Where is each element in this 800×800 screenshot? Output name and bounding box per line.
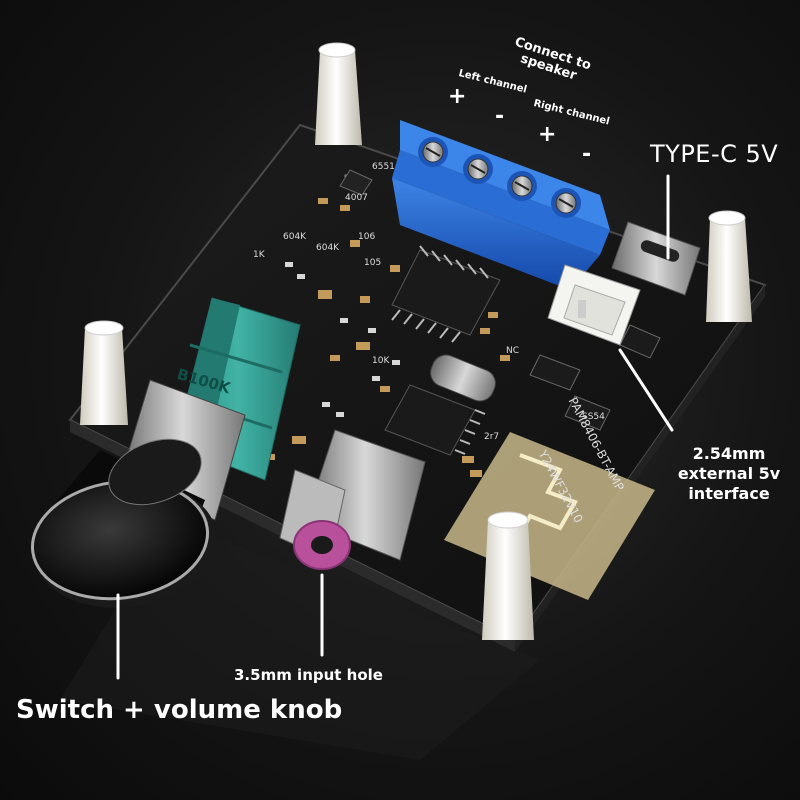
jst-connector — [547, 264, 641, 346]
left-plus-sign: + — [448, 84, 467, 109]
type-c-label: TYPE-C 5V — [650, 140, 779, 168]
pcb-1k-text: 1K — [253, 250, 265, 260]
knob-label: Switch + volume knob — [16, 695, 343, 725]
pcb-ss54-text: SS54 — [582, 412, 605, 422]
standoff-top — [315, 42, 362, 145]
resistors-white — [285, 262, 400, 417]
pcb-6551-text: 6551 — [372, 162, 395, 172]
left-minus-sign: - — [495, 104, 505, 129]
usb-type-c-port — [611, 221, 701, 296]
crystal-oscillator — [430, 354, 496, 402]
audio-jack-3-5mm — [279, 429, 426, 570]
pcb-nc-text: NC — [506, 346, 520, 356]
annotation-lines — [116, 174, 674, 680]
standoff-left — [80, 320, 128, 425]
pcb-10k-text: 10K — [372, 356, 390, 366]
amplifier-ic — [391, 245, 501, 343]
volume-knob — [30, 438, 217, 608]
right-plus-sign: + — [538, 122, 557, 147]
right-minus-sign: - — [582, 142, 592, 167]
pcb-106-text: 106 — [358, 232, 376, 242]
pcb-604k-text: 604K — [283, 232, 307, 242]
pcb-604k-text-2: 604K — [316, 243, 340, 253]
standoff-right — [706, 210, 752, 322]
input-hole-label: 3.5mm input hole — [234, 666, 383, 684]
pcb-2r7-text: 2r7 — [484, 432, 500, 442]
pcb-105-text: 105 — [364, 258, 382, 268]
ss54-diodes — [339, 169, 661, 431]
bluetooth-ic — [384, 384, 486, 456]
external-5v-label: 2.54mm external 5v interface — [677, 444, 781, 503]
speaker-terminal-block — [392, 120, 610, 290]
pcb-4007-text: 4007 — [345, 193, 368, 203]
standoff-bottom — [482, 511, 534, 640]
